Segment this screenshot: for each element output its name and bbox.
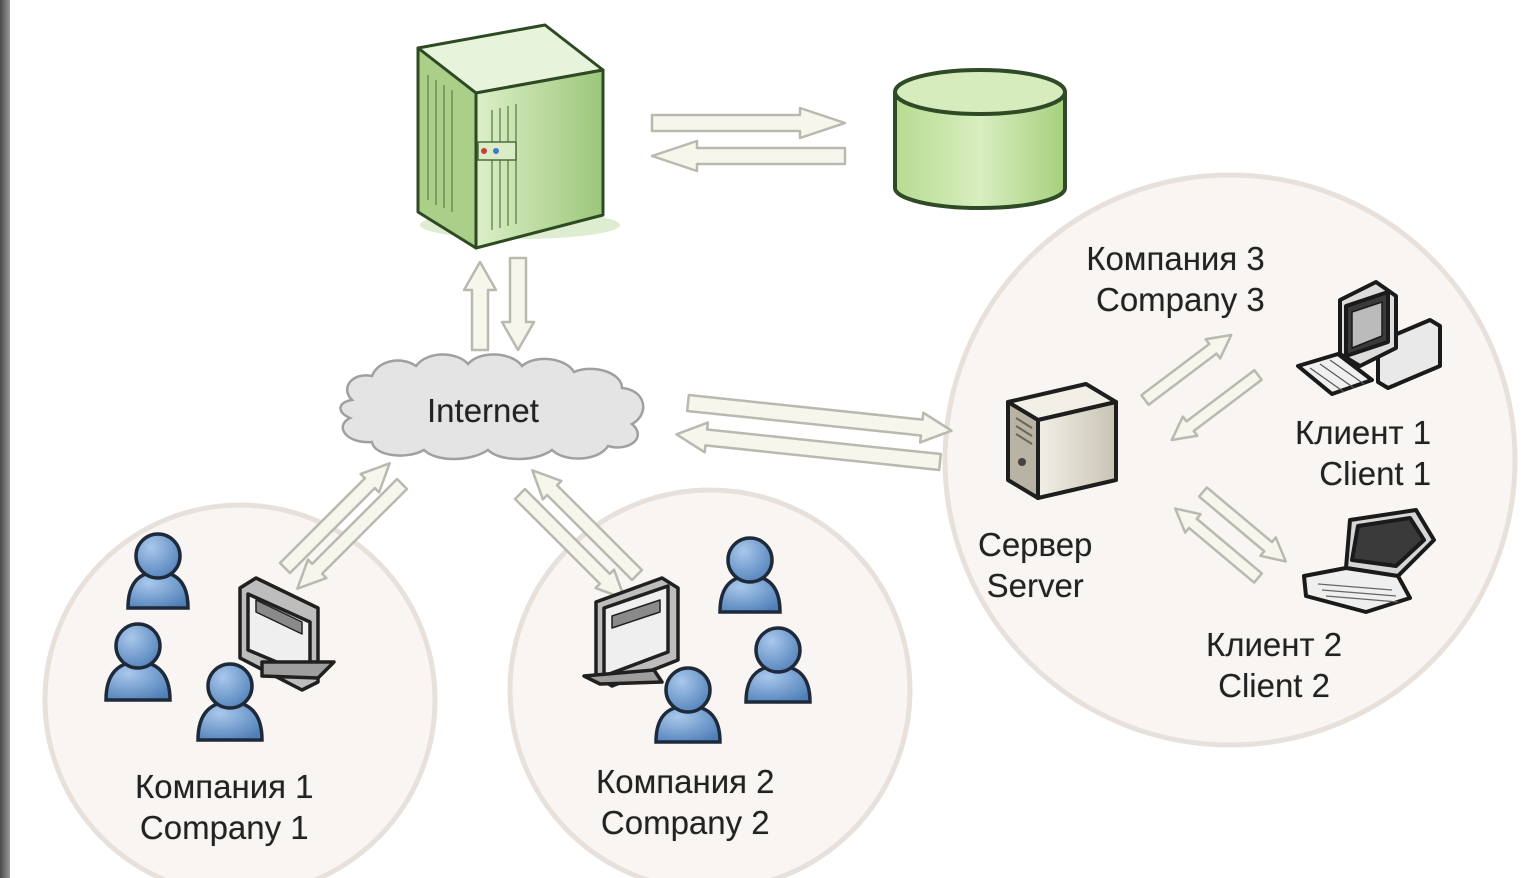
desktop-computer-icon [1296,280,1442,396]
company2-users [654,536,812,744]
client2-label-en: Client 2 [1218,667,1330,704]
arrow-client1-to-server [1170,368,1263,442]
company2-label: Компания 2 Company 2 [596,765,775,839]
user-icon [104,622,172,702]
company2-label-ru: Компания 2 [596,763,775,800]
company3-server-label: Сервер Server [978,528,1092,602]
arrow-server-to-client1 [1140,333,1233,407]
client1-label-ru: Клиент 1 [1295,414,1432,451]
client1-label: Клиент 1 Client 1 [1295,416,1431,490]
monitor-icon [582,576,680,688]
internet-label-text: Internet [427,392,539,429]
user-icon [744,626,812,704]
arrow-client2-to-server [1174,507,1264,584]
server-icon [1006,382,1118,500]
user-icon [718,536,782,614]
arrow-internet-to-company3 [685,393,953,444]
cloud-icon [339,353,645,461]
company3-label-en: Company 3 [1096,281,1265,318]
user-icon [654,666,722,744]
left-edge-bar [0,0,10,878]
company2-label-en: Company 2 [600,804,770,841]
company3-label: Компания 3 Company 3 [1086,242,1265,316]
monitor-icon [238,576,336,692]
laptop-icon [1302,508,1436,614]
arrow-server-to-client2 [1197,486,1287,563]
arrow-company3-to-internet [675,421,943,472]
arrow-server-to-database [650,106,847,140]
company3-label-ru: Компания 3 [1086,240,1265,277]
internet-label: Internet [427,394,539,427]
company1-users [104,532,264,742]
company1-label-en: Company 1 [139,809,309,846]
company1-label: Компания 1 Company 1 [135,770,314,844]
company3-server-label-en: Server [986,567,1084,604]
user-icon [196,662,264,742]
company3-server-label-ru: Сервер [978,526,1093,563]
server-tower-icon [416,23,620,250]
client1-label-en: Client 1 [1319,455,1432,492]
arrow-company2-to-internet [531,469,644,582]
user-icon [126,532,190,610]
arrow-server-to-internet [500,256,536,352]
arrow-internet-to-server [462,260,498,352]
client2-label-ru: Клиент 2 [1206,626,1343,663]
arrow-database-to-server [650,139,847,173]
arrow-company1-to-internet [278,462,391,575]
company1-label-ru: Компания 1 [135,768,314,805]
arrow-internet-to-company2 [513,487,626,600]
arrow-internet-to-company1 [296,477,409,590]
database-icon [893,68,1067,210]
client2-label: Клиент 2 Client 2 [1206,628,1342,702]
